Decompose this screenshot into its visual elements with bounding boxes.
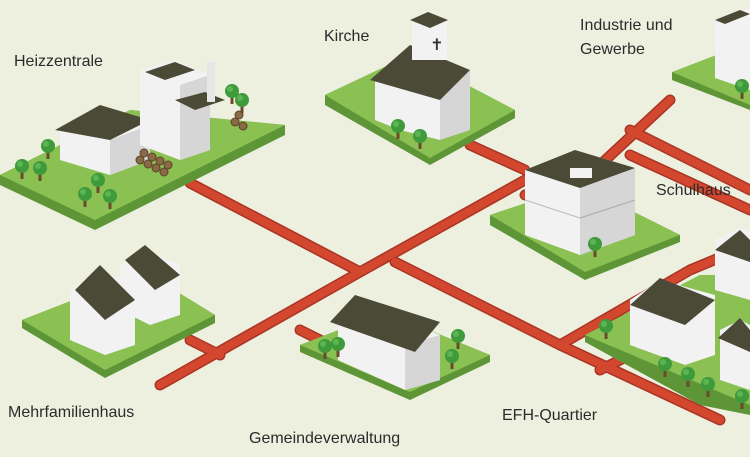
label-efh-quartier: EFH-Quartier bbox=[502, 407, 598, 424]
kirche-plot: ✝ bbox=[325, 12, 515, 165]
efh-quartier-plot bbox=[585, 228, 750, 415]
schulhaus-plot bbox=[490, 150, 680, 280]
label-industrie-line2: Gewerbe bbox=[580, 41, 645, 58]
heating-pipe-network bbox=[154, 94, 750, 426]
label-industrie-line1: Industrie und bbox=[580, 17, 673, 34]
industrie-plot bbox=[672, 8, 750, 110]
label-schulhaus: Schulhaus bbox=[656, 182, 731, 199]
label-gemeindeverwaltung: Gemeindeverwaltung bbox=[249, 430, 401, 447]
label-mehrfamilienhaus: Mehrfamilienhaus bbox=[8, 404, 135, 421]
label-heizzentrale: Heizzentrale bbox=[14, 53, 103, 70]
label-kirche: Kirche bbox=[324, 28, 370, 45]
heizzentrale-plot bbox=[0, 60, 285, 230]
svg-text:✝: ✝ bbox=[430, 37, 443, 54]
mehrfamilienhaus-plot bbox=[22, 245, 215, 378]
gemeindeverwaltung-plot bbox=[300, 295, 490, 400]
